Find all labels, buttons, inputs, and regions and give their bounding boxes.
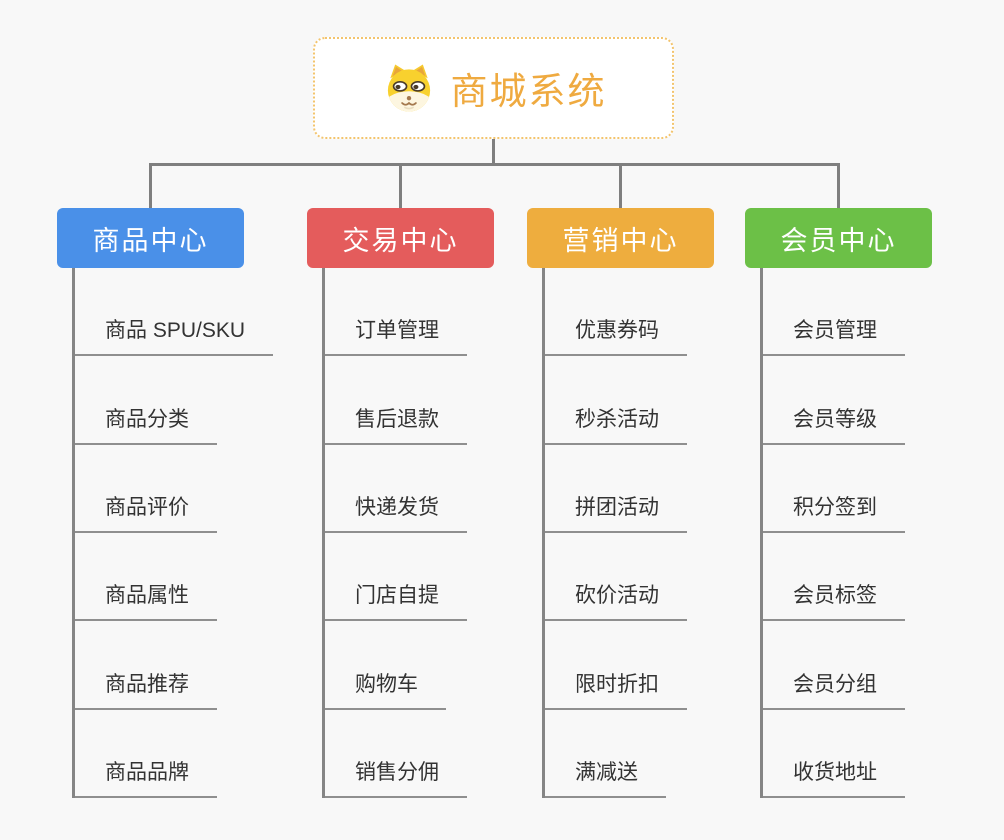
root-title: 商城系统 [450,71,607,112]
leaf-label: 收货地址 [763,756,905,798]
leaf-label: 会员等级 [763,403,905,445]
doge-face-icon [387,64,430,112]
leaf-node[interactable]: 商品分类 [75,356,273,445]
leaf-node[interactable]: 积分签到 [763,445,905,533]
leaf-node[interactable]: 会员等级 [763,356,905,445]
leaf-label: 秒杀活动 [545,403,687,445]
leaf-label: 门店自提 [325,579,467,622]
leaf-label: 会员标签 [763,579,905,622]
leaf-node[interactable]: 商品 SPU/SKU [75,268,274,357]
branch-children-2: 优惠券码秒杀活动拼团活动砍价活动限时折扣满减送 [542,268,687,798]
leaf-label: 快递发货 [325,491,467,533]
leaf-label: 商品推荐 [75,668,217,710]
branch-node-0[interactable]: 商品中心 [57,208,244,268]
leaf-node[interactable]: 会员标签 [763,533,905,622]
leaf-node[interactable]: 满减送 [545,710,687,798]
leaf-label: 商品分类 [75,403,217,445]
root-node[interactable]: 商城系统 [313,37,674,139]
leaf-node[interactable]: 优惠券码 [545,268,687,357]
leaf-node[interactable]: 快递发货 [325,445,467,533]
leaf-node[interactable]: 会员管理 [763,268,905,357]
branch-label: 商品中心 [92,225,209,256]
branch-node-3[interactable]: 会员中心 [745,208,932,268]
leaf-label: 商品属性 [75,579,217,622]
leaf-node[interactable]: 商品评价 [75,445,273,533]
leaf-node[interactable]: 会员分组 [763,621,905,710]
leaf-node[interactable]: 订单管理 [325,268,467,357]
leaf-label: 售后退款 [325,403,467,445]
root-stub-line [492,139,495,165]
leaf-label: 拼团活动 [545,491,687,533]
leaf-label: 限时折扣 [545,668,687,710]
branch-label: 会员中心 [780,225,897,256]
branch-label: 交易中心 [342,225,459,256]
leaf-node[interactable]: 售后退款 [325,356,467,445]
branch-children-0: 商品 SPU/SKU 商品分类商品评价商品属性商品推荐商品品牌 [72,268,274,798]
leaf-label: 商品评价 [75,491,217,533]
leaf-label: 砍价活动 [545,579,687,622]
branch-label: 营销中心 [562,225,679,256]
leaf-label: 购物车 [325,668,446,710]
leaf-label: 满减送 [545,756,666,798]
leaf-label: 订单管理 [325,314,467,357]
branch-drop-line [619,163,622,208]
horizontal-connector-line [149,163,840,166]
leaf-node[interactable]: 销售分佣 [325,710,467,798]
leaf-label: 销售分佣 [325,756,467,798]
leaf-node[interactable]: 收货地址 [763,710,905,798]
branch-node-1[interactable]: 交易中心 [307,208,494,268]
leaf-label: 商品品牌 [75,756,217,798]
leaf-node[interactable]: 购物车 [325,621,467,710]
branch-children-3: 会员管理会员等级积分签到会员标签会员分组收货地址 [760,268,905,798]
leaf-node[interactable]: 商品品牌 [75,710,273,798]
leaf-label: 优惠券码 [545,314,687,357]
branch-drop-line [837,163,840,208]
branch-drop-line [399,163,402,208]
leaf-label: 积分签到 [763,491,905,533]
leaf-node[interactable]: 商品推荐 [75,621,273,710]
branch-children-1: 订单管理售后退款快递发货门店自提购物车销售分佣 [322,268,467,798]
leaf-node[interactable]: 砍价活动 [545,533,687,622]
leaf-node[interactable]: 拼团活动 [545,445,687,533]
branch-node-2[interactable]: 营销中心 [527,208,714,268]
leaf-node[interactable]: 商品属性 [75,533,273,622]
leaf-node[interactable]: 秒杀活动 [545,356,687,445]
leaf-label: 会员管理 [763,314,905,357]
leaf-node[interactable]: 门店自提 [325,533,467,622]
leaf-label: 会员分组 [763,668,905,710]
leaf-label: 商品 SPU/SKU [75,314,274,357]
leaf-node[interactable]: 限时折扣 [545,621,687,710]
branch-drop-line [149,163,152,208]
